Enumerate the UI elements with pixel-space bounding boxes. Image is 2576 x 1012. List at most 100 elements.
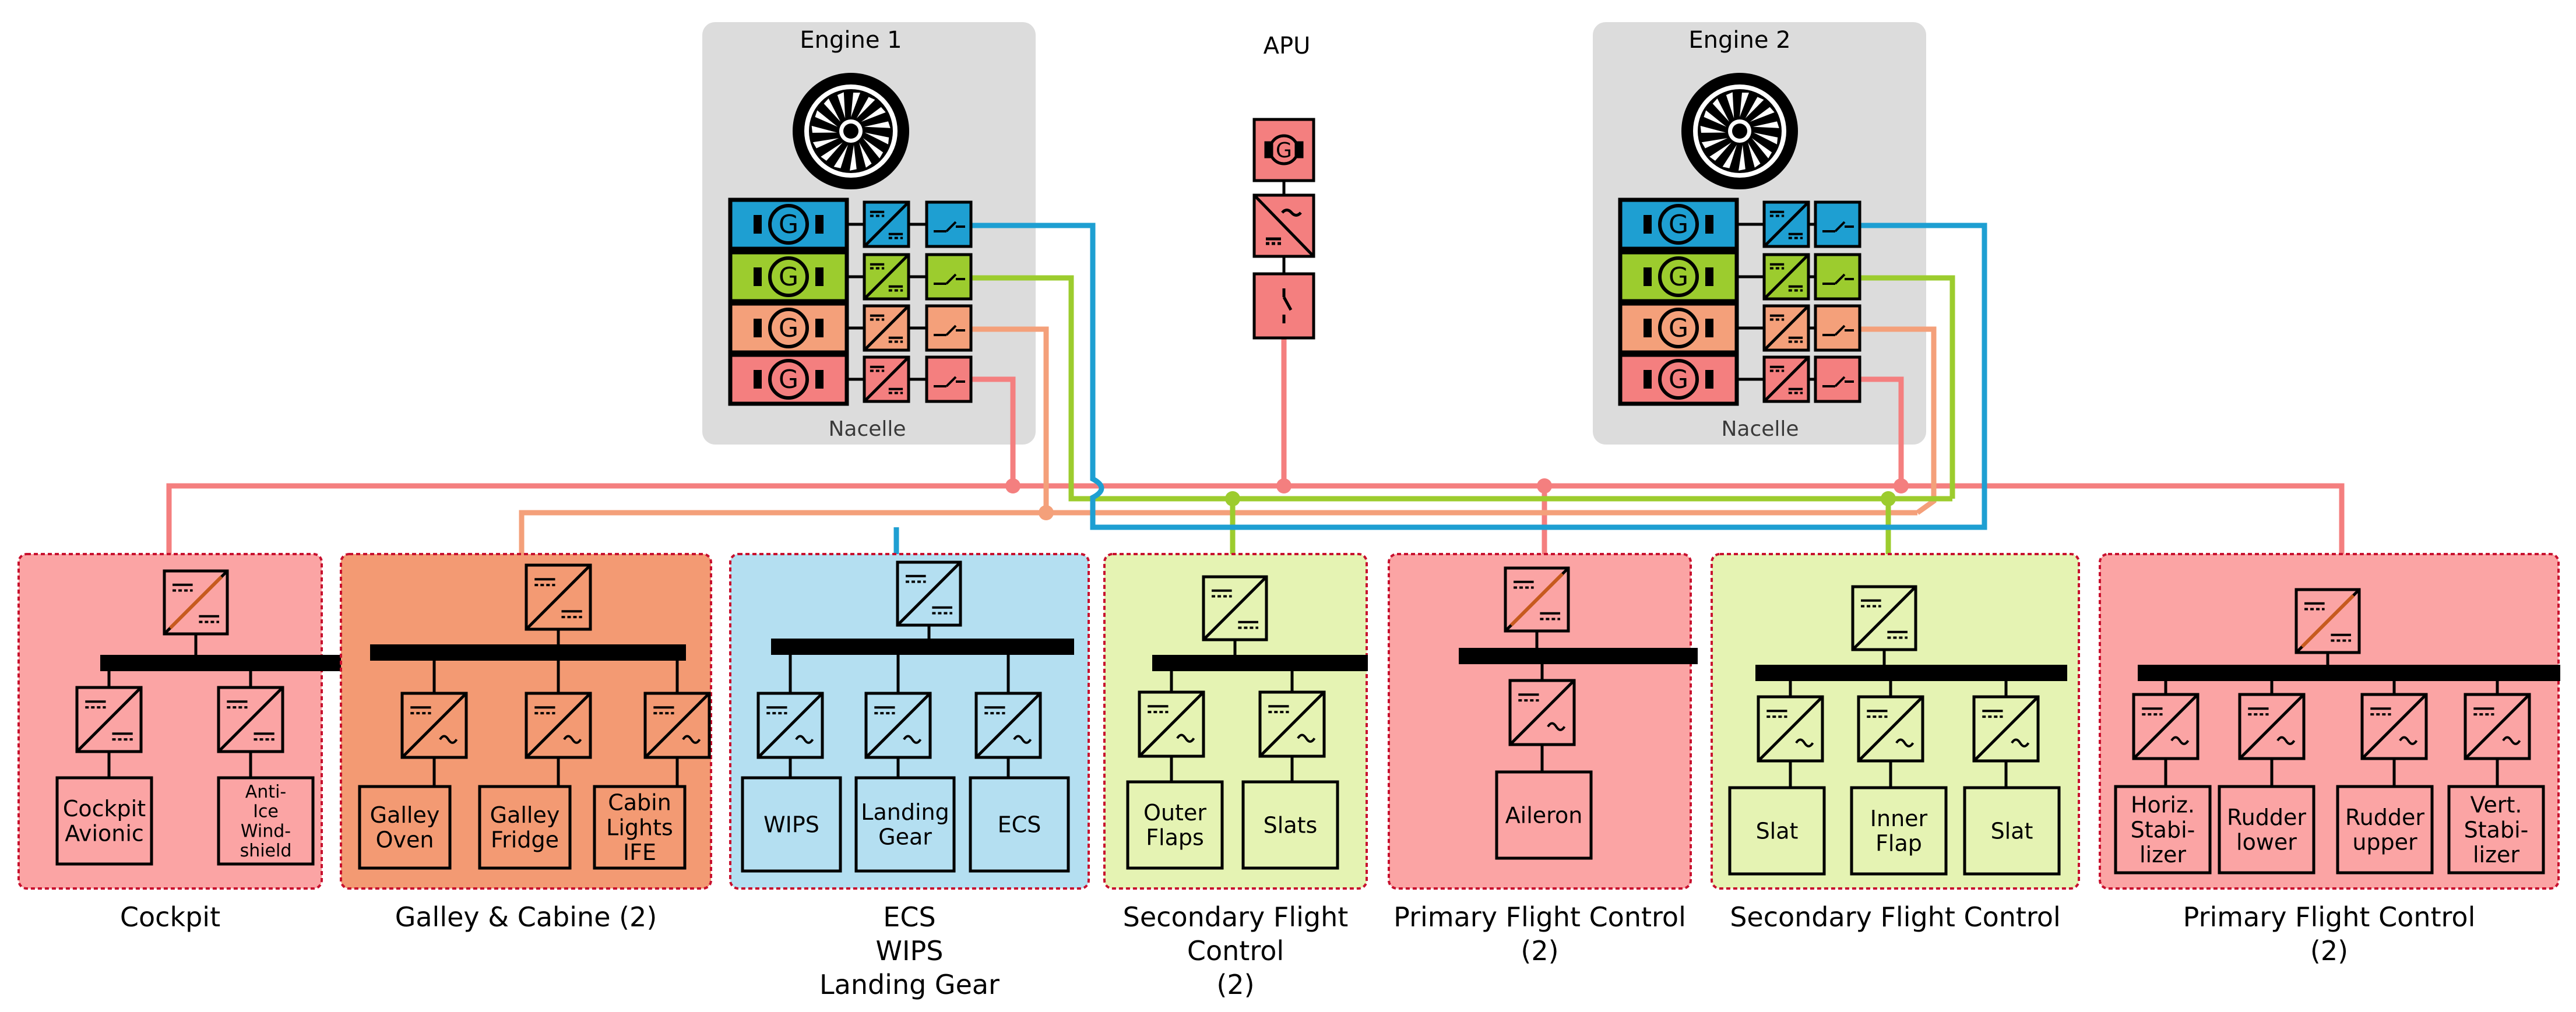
converter-icon xyxy=(1762,355,1810,403)
generator-icon: G xyxy=(754,204,824,245)
panel-caption: (2) xyxy=(2310,935,2348,967)
load-label: Wind- xyxy=(241,821,291,841)
load-converter-icon xyxy=(2132,693,2200,760)
load-label: upper xyxy=(2352,830,2417,855)
load-label: Aileron xyxy=(1505,802,1583,828)
load-converter-icon xyxy=(2464,693,2531,760)
blue-bus-wiring xyxy=(893,223,1987,554)
load-label: Vert. xyxy=(2470,792,2522,818)
bus-bar xyxy=(1755,665,2067,681)
panel-caption: Secondary Flight xyxy=(1123,901,1349,933)
panel-caption: (2) xyxy=(1216,969,1254,1000)
generator-letter: G xyxy=(1669,365,1688,394)
main-converter-icon xyxy=(163,569,229,636)
load-converter-icon xyxy=(643,692,711,759)
switch-icon xyxy=(925,355,973,403)
generator-letter: G xyxy=(1276,139,1292,163)
load-label: Rudder xyxy=(2345,805,2424,830)
generator-letter: G xyxy=(779,313,798,343)
load-box xyxy=(358,785,452,870)
load-converter-icon xyxy=(1757,695,1824,763)
load-box xyxy=(1126,780,1224,870)
load-label: Flap xyxy=(1875,831,1922,856)
generator-icon: G xyxy=(754,256,824,297)
generator-letter: G xyxy=(779,365,798,394)
junction-dots xyxy=(1005,478,1909,520)
load-label: lower xyxy=(2236,830,2297,855)
generator-box xyxy=(728,250,849,304)
load-label: Stabi- xyxy=(2464,817,2529,842)
load-box xyxy=(2114,785,2212,875)
load-box xyxy=(593,785,687,870)
load-box xyxy=(217,776,315,866)
load-box xyxy=(55,776,153,866)
switch-icon xyxy=(925,253,973,301)
load-label: Avionic xyxy=(65,821,144,847)
switch-icon xyxy=(1814,200,1861,248)
load-converter-icon xyxy=(1258,690,1326,758)
load-box xyxy=(1728,786,1826,876)
generator-box xyxy=(1618,198,1739,251)
converter-icon xyxy=(863,253,910,301)
load-box xyxy=(2336,785,2434,875)
apu-generator xyxy=(1252,118,1315,182)
panel-caption: Secondary Flight Control xyxy=(1730,901,2061,933)
engine-2-nacelle-label: Nacelle xyxy=(1721,417,1799,441)
load-label: ECS xyxy=(998,812,1041,837)
load-label: Horiz. xyxy=(2131,792,2195,818)
load-converter-icon xyxy=(756,692,824,759)
bus-bar xyxy=(100,655,358,671)
load-label: shield xyxy=(240,841,292,861)
panel-primfc2b: Horiz.Stabi-lizerRudderlowerRudderupperV… xyxy=(2099,553,2560,967)
load-box xyxy=(2447,785,2545,875)
load-label: IFE xyxy=(623,840,656,865)
switch-icon xyxy=(1814,355,1861,403)
load-box xyxy=(741,776,842,873)
main-converter-icon xyxy=(896,560,962,627)
generator-box xyxy=(728,352,849,406)
load-box xyxy=(1850,786,1948,876)
load-box xyxy=(478,785,572,870)
load-label: Stabi- xyxy=(2131,817,2195,842)
load-label: Galley xyxy=(490,802,560,828)
load-box xyxy=(1241,780,1339,870)
apu-title: APU xyxy=(1264,33,1311,59)
main-converter-icon xyxy=(1504,566,1570,633)
load-converter-icon xyxy=(2238,693,2306,760)
load-converter-icon xyxy=(1138,690,1205,758)
converter-icon xyxy=(863,304,910,352)
load-label: Oven xyxy=(376,827,434,853)
generator-box xyxy=(1618,301,1739,355)
converter-icon xyxy=(863,200,910,248)
load-label: Gear xyxy=(878,824,932,850)
load-label: Inner xyxy=(1870,806,1928,831)
converter-icon xyxy=(1762,304,1810,352)
panel-caption: ECS xyxy=(883,901,935,933)
generator-letter: G xyxy=(1669,262,1688,292)
generator-icon: G xyxy=(1644,204,1713,245)
generator-icon: G xyxy=(1644,256,1713,297)
red-bus-wiring xyxy=(166,338,2345,554)
load-converter-icon xyxy=(525,692,592,759)
load-label: lizer xyxy=(2473,842,2519,868)
load-converter-icon xyxy=(2360,693,2428,760)
load-label: Lights xyxy=(606,814,673,840)
switch-icon xyxy=(1814,253,1861,301)
load-converter-icon xyxy=(974,692,1042,759)
engine-2-title: Engine 2 xyxy=(1688,27,1790,54)
panel-caption: WIPS xyxy=(876,935,944,967)
switch-icon xyxy=(925,200,973,248)
panel-caption: Primary Flight Control xyxy=(2183,901,2476,933)
engine-1-nacelle-label: Nacelle xyxy=(828,417,906,441)
generator-letter: G xyxy=(1669,210,1688,239)
switch-icon xyxy=(925,304,973,352)
orange-bus-wiring xyxy=(519,326,1937,554)
panel-caption: Control xyxy=(1187,935,1284,967)
generator-icon: G xyxy=(1644,359,1713,400)
load-converter-icon xyxy=(864,692,932,759)
bus-bar xyxy=(370,644,686,661)
